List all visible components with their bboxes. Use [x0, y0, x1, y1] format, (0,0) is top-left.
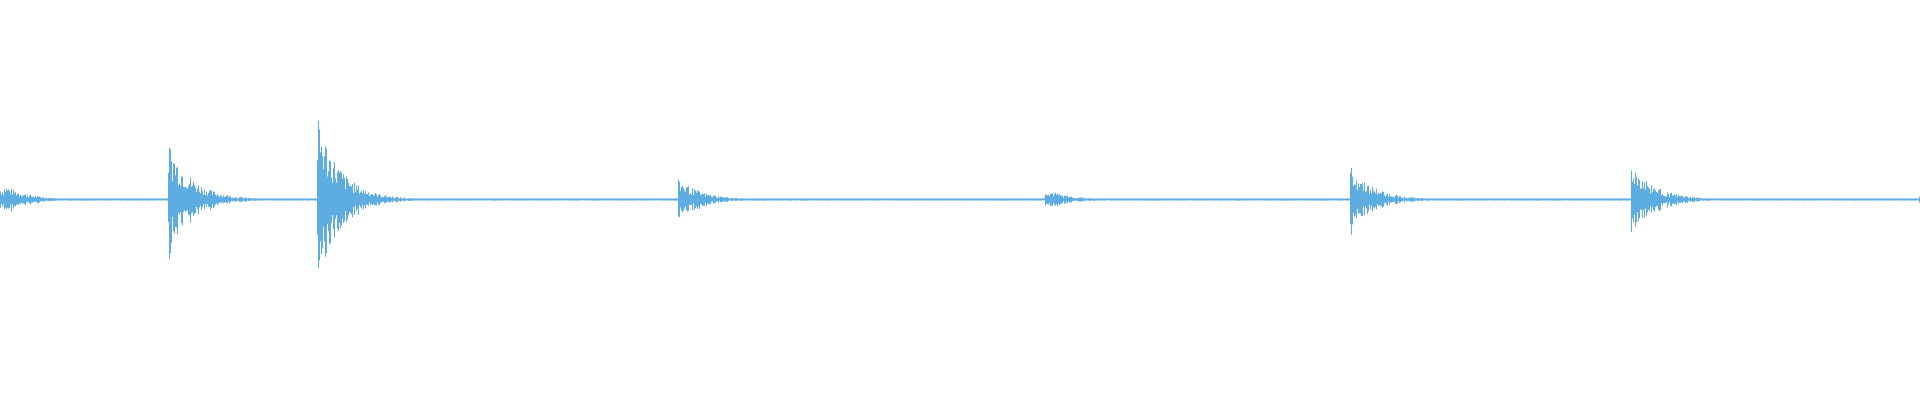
waveform-bars: [0, 120, 1920, 269]
